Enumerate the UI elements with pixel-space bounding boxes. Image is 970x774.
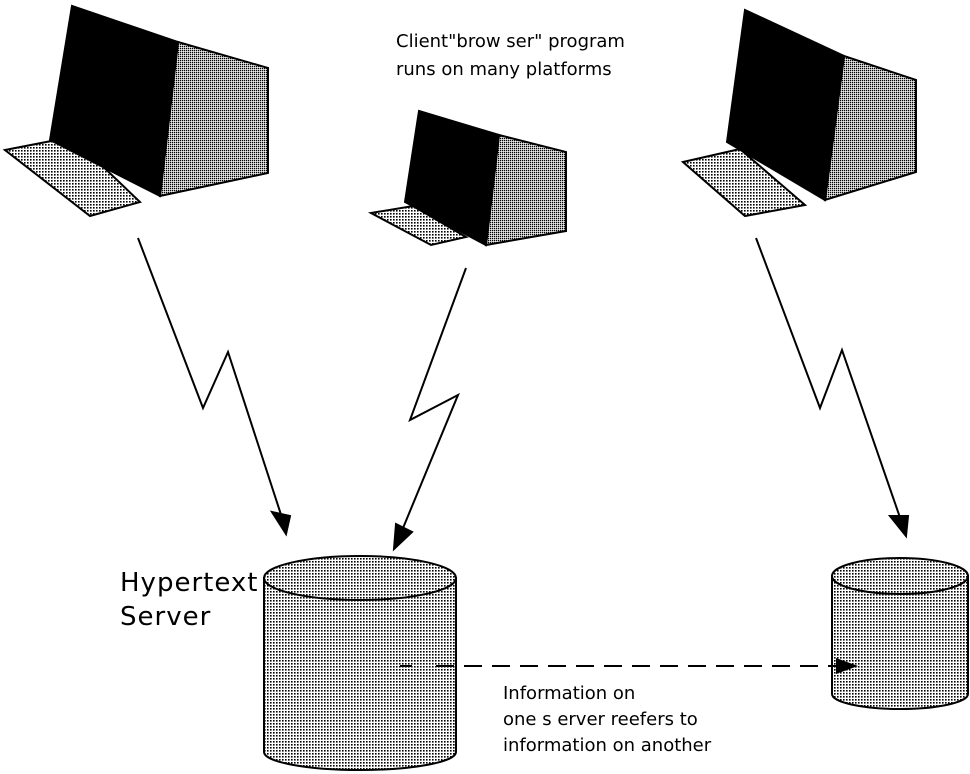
connection-center (392, 267, 467, 552)
keyboard (680, 147, 808, 218)
arrowhead (392, 522, 414, 552)
hyperlink-arrow (436, 658, 858, 674)
hypertext-server-label: Hypertext Server (120, 568, 259, 632)
client-browser-label: Client"brow ser" program runs on many pl… (396, 31, 625, 80)
arrowhead (836, 658, 858, 674)
monitor-screen (725, 8, 846, 202)
link-note-label: Information on one s erver reefers to in… (503, 683, 712, 756)
cylinder-body (831, 575, 969, 710)
computer-left (2, 4, 269, 218)
server-main (263, 555, 457, 771)
keyboard (2, 135, 142, 218)
connection-left (137, 237, 292, 537)
cylinder-top (263, 555, 457, 601)
keyboard (367, 204, 469, 247)
monitor-screen (403, 109, 501, 247)
computer-right (680, 8, 917, 218)
server-remote (831, 557, 969, 710)
connection-right (755, 237, 910, 539)
arrowhead (887, 515, 910, 539)
cylinder-top (831, 557, 969, 595)
arrowhead (269, 510, 292, 537)
computer-center (367, 109, 567, 247)
cylinder-body (263, 577, 457, 771)
monitor-screen (48, 4, 180, 198)
